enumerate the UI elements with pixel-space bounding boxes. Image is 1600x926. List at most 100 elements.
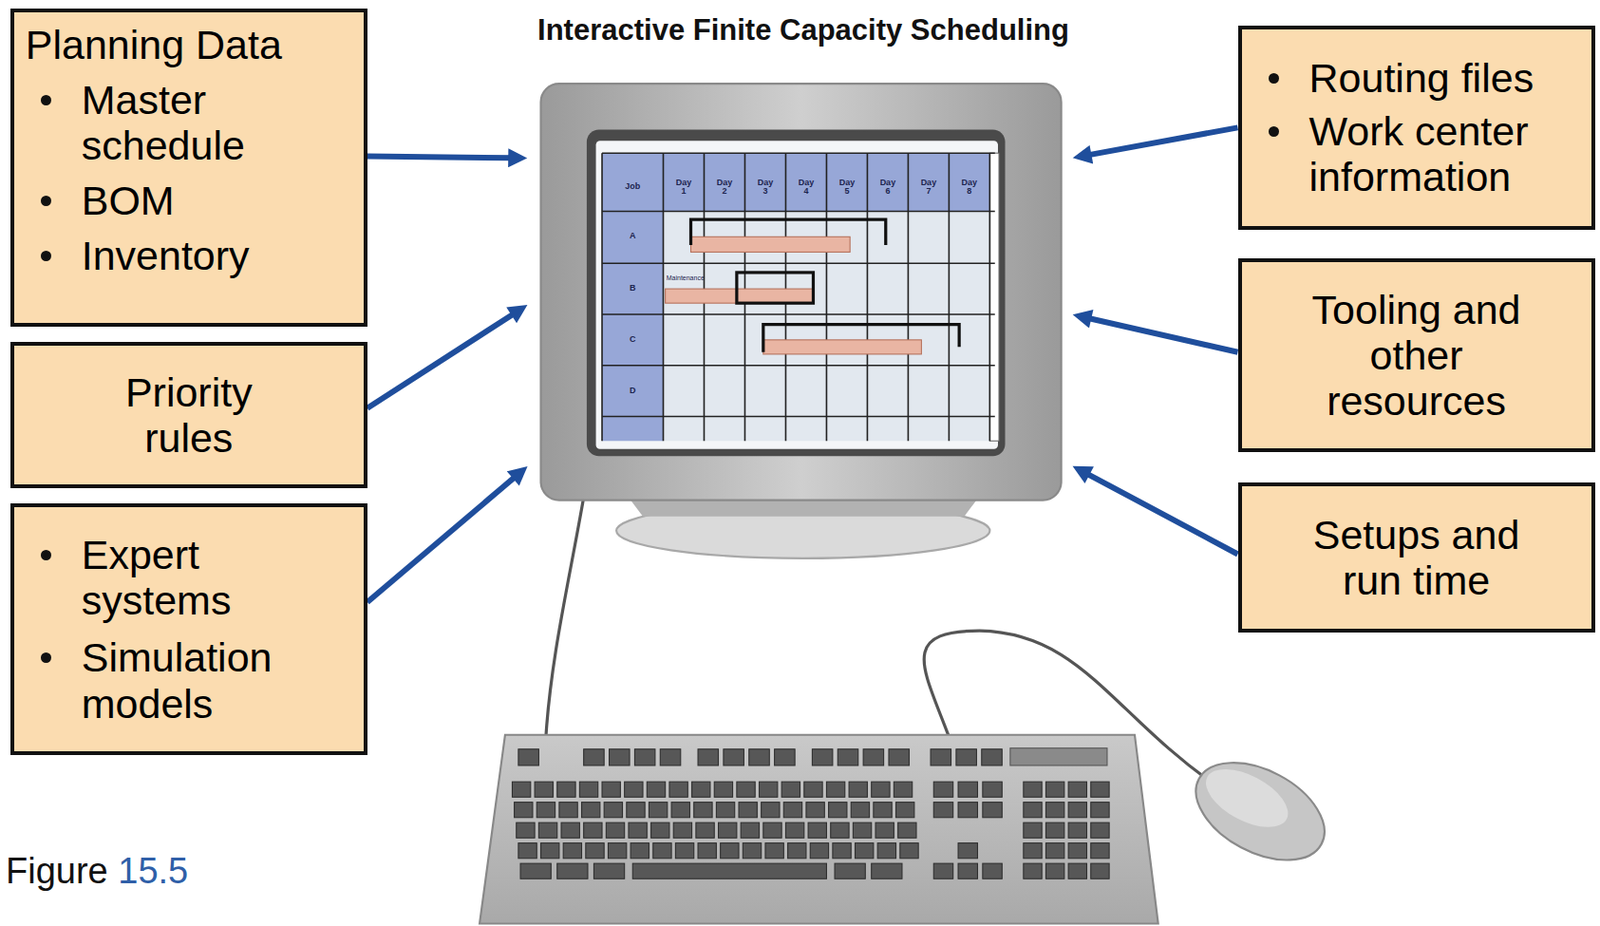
table-cell: B — [629, 283, 637, 293]
table-cell: A — [629, 232, 637, 242]
grid-line — [948, 152, 951, 441]
gantt-bracket — [691, 219, 886, 245]
grid-line — [602, 364, 996, 367]
key — [982, 863, 1002, 879]
diagram-title: Interactive Finite Capacity Scheduling — [328, 13, 1279, 48]
key — [811, 749, 832, 766]
key — [774, 749, 795, 766]
key — [632, 863, 827, 879]
box-content: Routing filesWork center information — [1253, 55, 1581, 200]
key — [742, 843, 761, 859]
key — [534, 781, 553, 797]
key — [651, 822, 670, 838]
bullet-item: Inventory — [25, 232, 353, 279]
mouse — [1179, 742, 1340, 881]
grid-line — [662, 152, 665, 441]
key — [834, 863, 866, 879]
key — [809, 843, 829, 859]
table-cell: C — [629, 335, 637, 344]
key — [697, 843, 716, 859]
bullet-item: Routing files — [1253, 55, 1581, 101]
key — [720, 843, 739, 859]
key — [675, 843, 694, 859]
monitor-bezel — [541, 83, 1062, 500]
grid-line — [602, 313, 996, 316]
key — [1068, 863, 1087, 879]
box-content: Priority rules — [25, 369, 353, 461]
key — [583, 749, 604, 766]
bullet-item: BOM — [25, 177, 353, 224]
key — [669, 781, 688, 797]
bullet-dot — [1268, 73, 1280, 84]
mouse-cable — [923, 630, 1220, 788]
key — [958, 843, 978, 859]
key — [848, 781, 867, 797]
table-header: Day 3 — [755, 177, 775, 196]
key — [673, 822, 692, 838]
key — [671, 802, 690, 818]
table-header: Day 8 — [960, 177, 979, 196]
key — [1023, 843, 1042, 859]
gantt-bar — [763, 339, 923, 355]
keyboard-led-panel — [1010, 748, 1108, 766]
gantt-bar — [665, 288, 814, 303]
key — [893, 781, 912, 797]
key — [1023, 781, 1042, 797]
key — [630, 843, 649, 859]
key — [557, 781, 576, 797]
key — [783, 802, 802, 818]
key — [518, 843, 537, 859]
key — [714, 781, 733, 797]
key — [1091, 822, 1110, 838]
key — [585, 843, 604, 859]
key — [723, 749, 744, 766]
grid-line — [907, 152, 910, 441]
key — [583, 822, 603, 838]
key — [871, 863, 903, 879]
key — [520, 863, 551, 879]
key — [808, 822, 827, 838]
table-cell: D — [629, 386, 637, 396]
key — [648, 802, 667, 818]
key — [863, 749, 884, 766]
key — [538, 822, 557, 838]
key — [628, 822, 647, 838]
key — [1068, 802, 1087, 818]
key — [514, 802, 533, 818]
key — [982, 781, 1002, 797]
box-content: Tooling and other resources — [1253, 286, 1581, 424]
table-header: Day 6 — [878, 177, 898, 196]
key — [579, 781, 598, 797]
key — [763, 822, 782, 838]
key — [828, 802, 848, 818]
table-cell: Maintenance — [666, 275, 705, 283]
grid-line — [602, 415, 996, 418]
key — [736, 781, 755, 797]
key — [603, 802, 622, 818]
key — [646, 781, 665, 797]
chart-grid — [602, 152, 996, 441]
gantt-bar — [691, 236, 851, 252]
key — [877, 843, 896, 859]
bullet-dot — [40, 250, 52, 262]
box-content: Setups and run time — [1253, 511, 1581, 603]
key — [898, 822, 917, 838]
key — [653, 843, 672, 859]
input-box: Routing filesWork center information — [1238, 25, 1596, 230]
grid-line — [989, 152, 992, 441]
key — [561, 822, 580, 838]
key — [888, 749, 909, 766]
key — [1023, 822, 1042, 838]
key — [1091, 781, 1110, 797]
key — [536, 802, 555, 818]
key — [930, 749, 951, 766]
key — [958, 781, 978, 797]
key — [956, 749, 977, 766]
key — [875, 822, 894, 838]
bullet-dot — [1268, 126, 1280, 137]
key — [1023, 802, 1042, 818]
input-box: Planning DataMaster scheduleBOMInventory — [10, 8, 368, 327]
key — [541, 843, 560, 859]
key — [785, 822, 804, 838]
key — [830, 822, 849, 838]
